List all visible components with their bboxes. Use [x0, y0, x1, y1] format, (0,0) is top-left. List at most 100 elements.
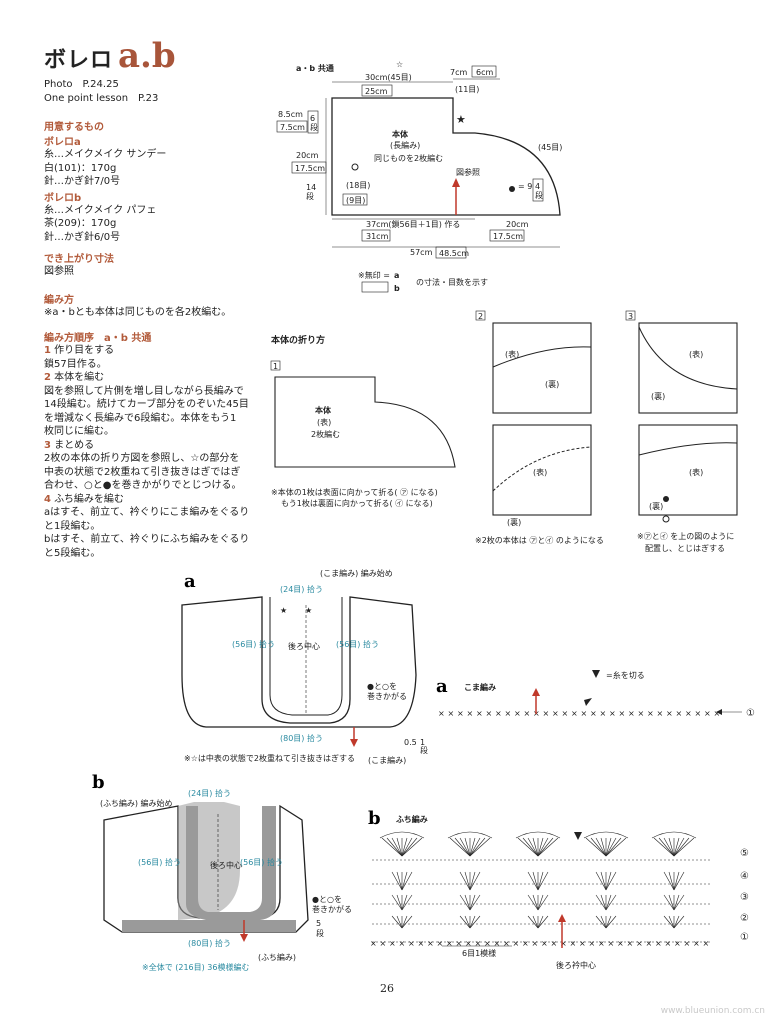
page-number: 26: [380, 982, 394, 995]
fan-stitch: [454, 837, 471, 857]
a-rows-1: 1: [420, 738, 425, 747]
sc-stitch-mark: ×: [486, 709, 493, 718]
fan-stitch: [469, 915, 481, 929]
dim-17-5cm-b: 17.5cm: [493, 232, 523, 241]
materials-section: 用意するもの ボレロa 糸…メイクメイク サンデー 白(101)：170g 針……: [44, 118, 284, 244]
fold-note-4: ※㋐と㋑ を上の図のように: [637, 532, 734, 541]
sc-stitch-mark: ×: [638, 709, 645, 718]
fan-stitch: [673, 837, 690, 857]
star-filled-icon: ★: [456, 113, 466, 126]
fold-step-3: 3: [628, 312, 633, 321]
fold-note-5: 配置し、とじはぎする: [645, 543, 725, 553]
fan-stitch: [605, 837, 617, 857]
a-stitches-56-left: (56目) 拾う: [232, 639, 275, 649]
materials-a-line: 白(101)：170g: [44, 162, 117, 174]
fan-stitch: [517, 837, 539, 857]
size-heading: でき上がり寸法: [44, 254, 114, 265]
step-number: 2: [44, 372, 51, 383]
dim-17-5cm: 17.5cm: [295, 164, 325, 173]
dim-8-5cm: 8.5cm: [278, 110, 303, 119]
fan-stitch: [469, 894, 476, 911]
cut-yarn-icon: [574, 832, 582, 840]
fan-arc: [515, 831, 561, 839]
dim-7-5cm: 7.5cm: [280, 123, 305, 132]
fan-stitch: [464, 894, 471, 911]
dim-11-stitches: (11目): [455, 85, 479, 94]
sc-stitch-mark: ×: [655, 939, 662, 948]
fan-stitch: [401, 915, 413, 929]
fan-stitch: [605, 915, 612, 929]
step-title: 本体を編む: [54, 372, 105, 383]
fan-stitch: [673, 871, 685, 891]
sc-stitch-mark: ×: [465, 939, 472, 948]
fan-arc: [651, 831, 697, 839]
sc-stitch-mark: ×: [467, 709, 474, 718]
sc-stitch-mark: ×: [418, 939, 425, 948]
sc-stitch-mark: ×: [370, 939, 377, 948]
fan-stitch: [469, 837, 481, 857]
knit-heading: 編み方: [44, 295, 74, 306]
sc-stitch-mark: ×: [522, 939, 529, 948]
materials-b-line: 針…かぎ針6/0号: [44, 231, 121, 243]
materials-b-line: 茶(209)：170g: [44, 218, 117, 229]
fan-stitch: [600, 871, 607, 891]
step-line: 2枚の本体の折り方図を参照し、☆の部分を: [44, 453, 240, 464]
b-stitches-24: (24目) 拾う: [188, 788, 231, 798]
omote-label: (表): [505, 349, 519, 359]
photo-ref: Photo P.24.25: [44, 79, 119, 90]
sc-stitch-mark: ×: [532, 939, 539, 948]
step-number: 3: [44, 439, 51, 451]
fan-stitch: [396, 837, 403, 857]
fan-stitch: [527, 837, 539, 857]
fan-stitch: [595, 894, 607, 911]
fan-stitch: [386, 837, 403, 857]
fan-stitch: [401, 837, 418, 857]
fan-stitch: [469, 871, 481, 891]
knit-text: ※a・bとも本体は同じものを各2枚編む。: [44, 307, 232, 318]
bolero-a-heading: ボレロa: [44, 137, 81, 148]
cut-yarn-legend: =糸を切る: [606, 670, 645, 680]
back-center-label: 後ろ衿中心: [556, 960, 596, 970]
fan-stitch: [401, 871, 408, 891]
stitch-a-label: a: [436, 676, 448, 697]
fan-stitch: [537, 837, 554, 857]
fan-stitch: [464, 837, 471, 857]
sc-stitch-mark: ×: [562, 709, 569, 718]
sc-stitch-mark: ×: [657, 709, 664, 718]
step-line: を増減なく長編みで6段編む。本体をもう1: [44, 412, 237, 424]
step-number: 4: [44, 493, 51, 505]
dim-25cm: 25cm: [365, 87, 388, 96]
sc-stitch-mark: ×: [600, 709, 607, 718]
sc-stitch-mark: ×: [495, 709, 502, 718]
fan-stitch: [469, 871, 476, 891]
fan-stitch: [668, 915, 675, 929]
order-section: 編み方順序 a・b 共通 1 作り目をする 鎖57目作る。 2 本体を編む 図を…: [44, 329, 294, 560]
fan-stitch: [673, 894, 685, 911]
sc-stitch-mark: ×: [684, 939, 691, 948]
fan-stitch: [396, 915, 403, 929]
eq-9: = 9: [518, 182, 532, 191]
body-label: 本体: [391, 129, 409, 139]
fan-stitch: [537, 894, 549, 911]
repeat-label: 6目1模様: [462, 948, 496, 958]
step-line: 図を参照して片側を増し目しながら長編みで: [44, 385, 244, 397]
bolero-b-label: b: [92, 772, 105, 793]
fan-stitch: [391, 915, 403, 929]
page-title: ボレロ: [44, 48, 114, 73]
sc-stitch-mark: ×: [484, 939, 491, 948]
fan-stitch: [459, 837, 471, 857]
a-stitches-80: (80目) 拾う: [280, 733, 323, 743]
fan-stitch: [401, 915, 408, 929]
fan-stitch: [527, 915, 539, 929]
fold-front: (表): [317, 417, 331, 427]
fold-note-1: ※本体の1枚は表面に向かって折る( ㋐ になる): [271, 487, 438, 497]
fan-stitch: [469, 837, 476, 857]
fan-stitch: [459, 871, 471, 891]
fan-stitch: [391, 837, 403, 857]
fan-stitch: [663, 871, 675, 891]
rows-14: 14: [306, 183, 316, 192]
bolero-a-diagram: a (こま編み) 編み始め (24目) 拾う ★ ★ (56目) 拾う (56目…: [181, 568, 428, 765]
sc-stitch-mark: ×: [685, 709, 692, 718]
omote-label: (表): [689, 349, 703, 359]
row-label-1: ①: [740, 932, 749, 943]
